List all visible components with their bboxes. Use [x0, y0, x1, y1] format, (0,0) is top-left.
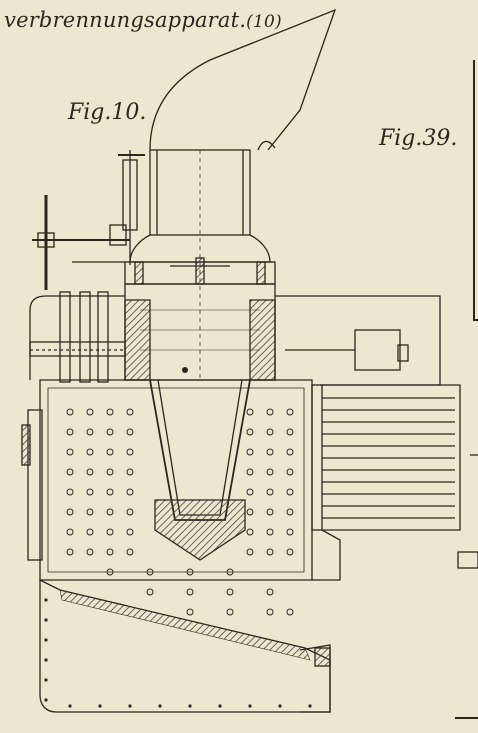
rivets	[44, 367, 312, 708]
tube-holes	[66, 408, 294, 616]
boiler-body	[21, 379, 313, 581]
title-number: (10)	[246, 12, 282, 32]
sheet-title: verbrennungsapparat.(10)	[4, 8, 282, 32]
fig39-fragment	[455, 60, 478, 719]
figure-label-10: Fig.10.	[68, 100, 147, 125]
chimney-cowl	[149, 8, 337, 151]
figure-label-39: Fig.39.	[379, 126, 458, 151]
upper-chamber	[124, 283, 276, 381]
tube-bank	[311, 384, 461, 581]
ash-pan	[39, 578, 331, 713]
left-bracket	[29, 291, 126, 383]
tapered-flue	[149, 379, 251, 561]
grate-frame	[124, 257, 276, 285]
title-text: verbrennungsapparat.	[4, 8, 247, 32]
control-levers	[32, 150, 145, 290]
right-housing	[275, 295, 441, 386]
